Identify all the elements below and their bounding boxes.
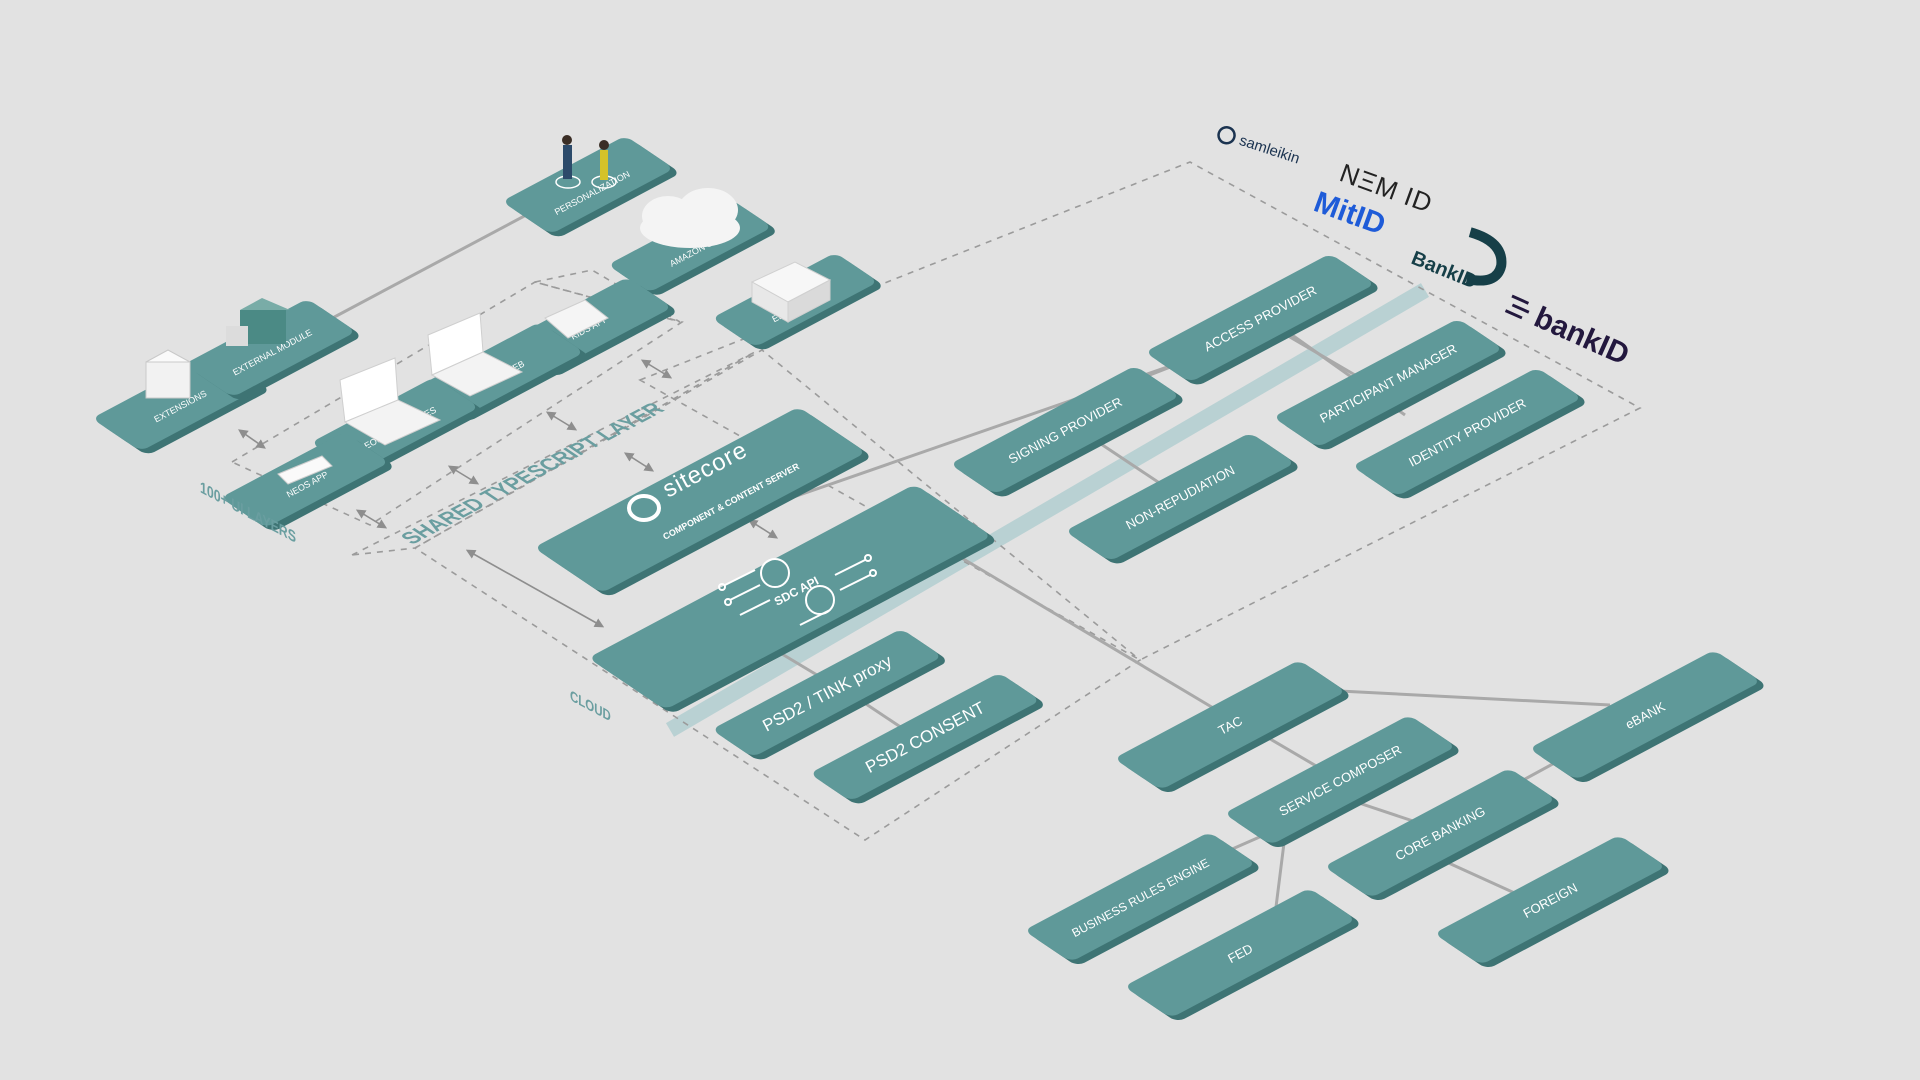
tile-fed-top: [1128, 890, 1352, 1016]
laptop-icon: [427, 312, 524, 397]
samleikin-logo-icon: [1217, 125, 1236, 145]
bankid-se-logo: bankID: [1529, 301, 1634, 372]
cloud-icon: [640, 188, 740, 248]
cube-stack-icon: [145, 349, 191, 399]
gear-circuit-icon: [718, 554, 877, 626]
arrows: [238, 359, 779, 628]
tile-access-provider: ACCESS PROVIDER: [1149, 256, 1378, 385]
tile-sitecore: [538, 409, 869, 596]
module-box-icon: [226, 298, 290, 346]
tile-psd2-consent-top: [813, 675, 1037, 799]
phone-icon: [277, 455, 333, 485]
tile-fed: FED: [1128, 890, 1359, 1021]
cloud-label: CLOUD: [570, 686, 611, 725]
tile-tac: TAC: [1118, 662, 1349, 793]
cloud-region: [413, 349, 1142, 841]
tile-neos-app-top: [224, 434, 386, 526]
identity-region: [638, 161, 1642, 661]
tablet-icon: [544, 299, 609, 339]
tile-non-repudiation: NON-REPUDIATION: [1069, 435, 1298, 564]
bankid-no-logo-icon: [1465, 227, 1507, 286]
tile-tac-top: [1118, 662, 1342, 788]
people-icon: [555, 135, 617, 189]
tile-ebank: eBANK: [1533, 652, 1764, 783]
tile-sdc-api: [592, 486, 995, 712]
tile-core-banking: CORE BANKING: [1328, 770, 1559, 901]
tile-signing-provider-top: [954, 368, 1176, 492]
tile-service-composer-top: [1228, 717, 1452, 843]
tile-non-repudiation-top: [1069, 435, 1291, 559]
tile-identity-provider-top: [1356, 370, 1578, 494]
tile-external-module-top: [188, 301, 352, 395]
tile-personalization-top: [506, 138, 670, 232]
sitecore-logo-icon: [627, 494, 661, 522]
laptop-icon: [339, 357, 442, 446]
warehouse-icon: [750, 261, 832, 323]
tile-icons: [145, 135, 877, 626]
tile-foreign-top: [1438, 837, 1662, 963]
tile-sitecore-top: [538, 409, 862, 591]
cloud-band: [665, 283, 1430, 737]
tile-business-rules-top: [1028, 834, 1252, 960]
tile-participant-manager-top: [1277, 321, 1499, 445]
tile-access-provider-top: [1149, 256, 1371, 380]
tile-core-banking-top: [1328, 770, 1552, 896]
tile-psd2-tink-top: [715, 631, 939, 755]
samleikin-logo: samleikin: [1237, 132, 1302, 167]
tile-service-composer: SERVICE COMPOSER: [1228, 717, 1459, 848]
bankid-se-logo-icon: [1504, 294, 1530, 320]
tile-foreign: FOREIGN: [1438, 837, 1669, 968]
tile-ebank-top: [1533, 652, 1757, 778]
tile-sdc-api-top: [592, 486, 988, 708]
